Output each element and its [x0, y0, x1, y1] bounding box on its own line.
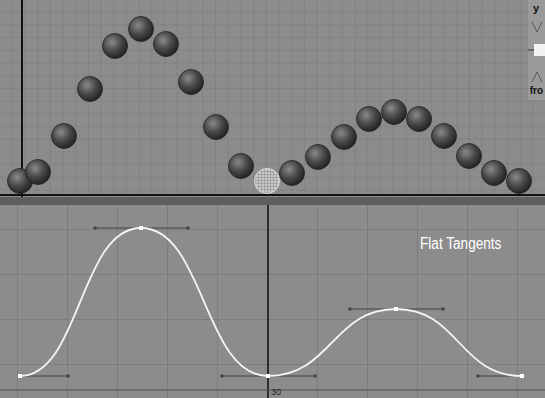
ball [103, 34, 128, 59]
ball [482, 161, 507, 186]
axis-label: y [533, 3, 539, 14]
ball [382, 100, 407, 125]
ball [129, 17, 154, 42]
ball [52, 124, 77, 149]
ball [179, 70, 204, 95]
ball [154, 32, 179, 57]
ball [432, 124, 457, 149]
ball [507, 169, 532, 194]
ball [357, 107, 382, 132]
ball [407, 107, 432, 132]
ball [78, 77, 103, 102]
ball [229, 154, 254, 179]
ball [457, 144, 482, 169]
ball [255, 169, 280, 194]
ball [26, 160, 51, 185]
ball [332, 125, 357, 150]
frame-number: 30 [271, 388, 281, 397]
graph-title: Flat Tangents [420, 236, 501, 252]
ball [204, 115, 229, 140]
ball [280, 161, 305, 186]
panel-label: fro [530, 86, 543, 96]
ball [306, 145, 331, 170]
